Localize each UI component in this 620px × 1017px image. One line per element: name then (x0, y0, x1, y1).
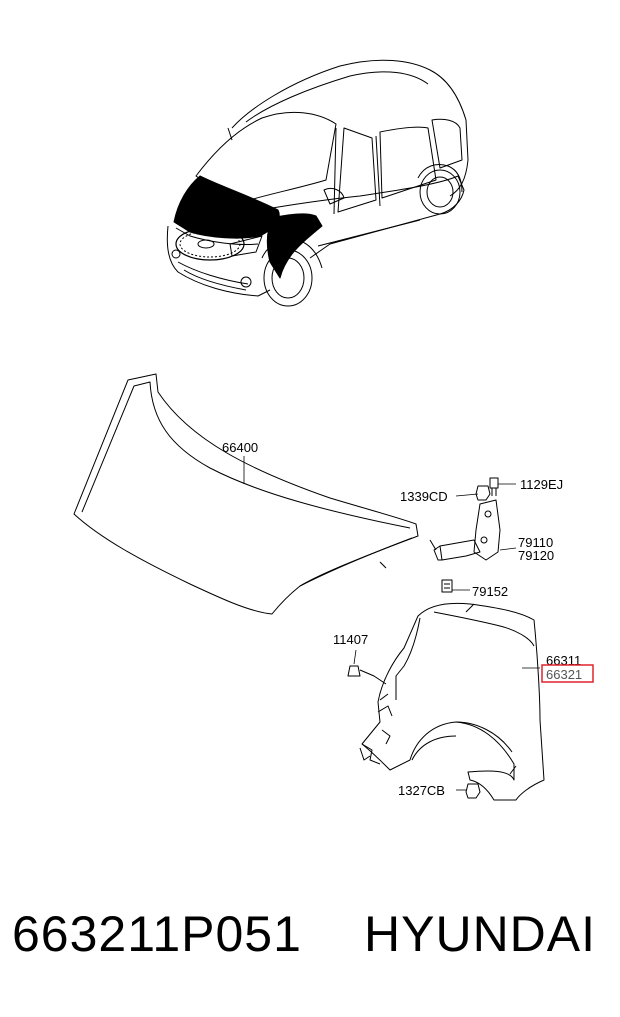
hood-hinge (433, 477, 501, 593)
leader-lines (243, 456, 540, 791)
hood-panel (73, 373, 437, 615)
label-hinge-b: 79120 (518, 548, 554, 563)
car-illustration (166, 59, 469, 307)
label-nut-left: 1339CD (400, 489, 448, 504)
label-hinge-bolt: 79152 (472, 584, 508, 599)
label-fender-rh: 66321 (546, 667, 582, 682)
brand-name: HYUNDAI (364, 906, 597, 962)
part-number: 663211P051 (12, 906, 302, 962)
part-labels: 66400 1129EJ 1339CD 79110 79120 79152 11… (222, 440, 594, 798)
fender-panel (347, 602, 545, 801)
label-fender-nut: 1327CB (398, 783, 445, 798)
highlight-box (541, 664, 594, 683)
label-hood: 66400 (222, 440, 258, 455)
label-bolt-top: 1129EJ (520, 477, 563, 492)
label-hinge-a: 79110 (518, 535, 553, 550)
label-fender-bolt: 11407 (333, 632, 368, 647)
